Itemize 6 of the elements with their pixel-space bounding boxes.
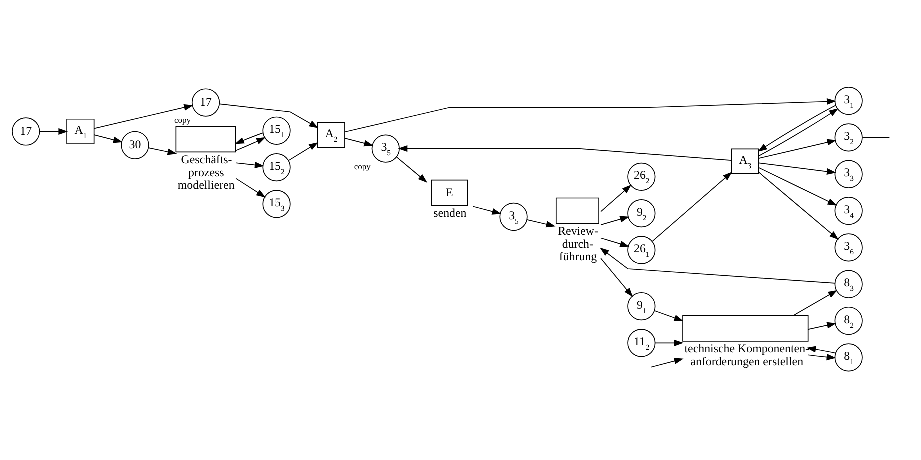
node-label: Geschäfts- prozess modellieren bbox=[178, 152, 235, 192]
node-label: senden bbox=[434, 206, 467, 220]
node-label: copy bbox=[174, 115, 192, 126]
node-label: copy bbox=[354, 161, 371, 172]
node-label: technische Komponenten- anforderungen erstellen bbox=[684, 342, 810, 369]
node-label: Review- durch- führung bbox=[558, 224, 599, 264]
